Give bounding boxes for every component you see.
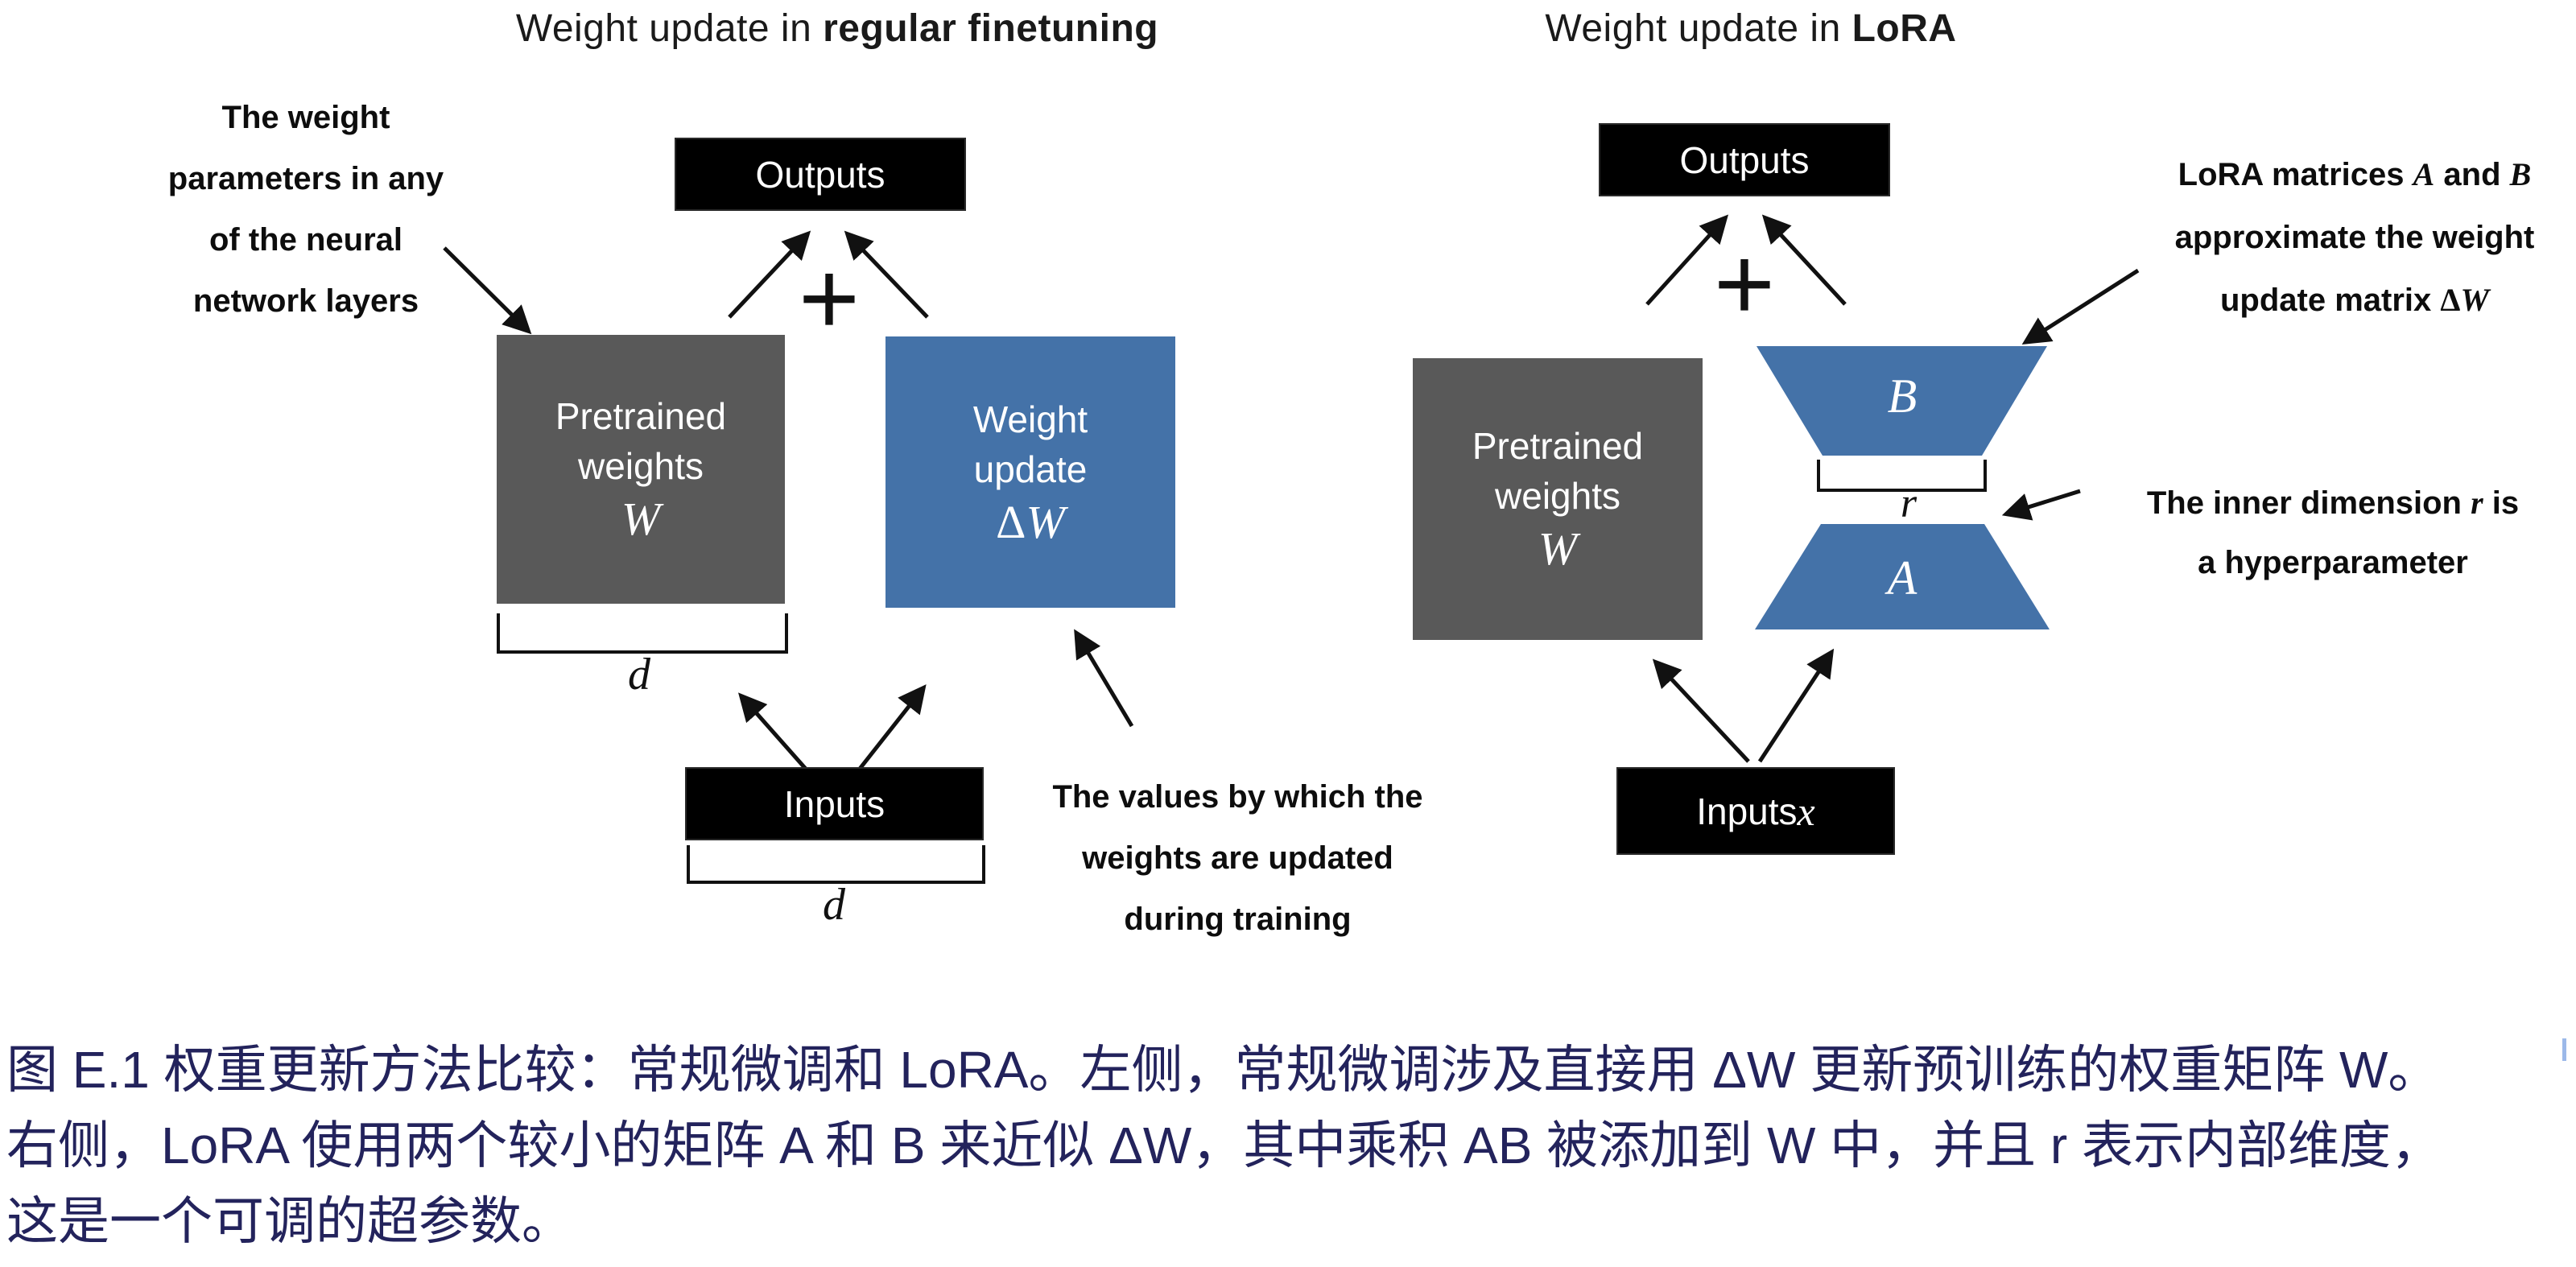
width-bracket-pretrained	[497, 613, 788, 654]
pretrained-right-symbol-w: W	[1538, 522, 1578, 575]
left-title-prefix: Weight update in	[515, 7, 824, 50]
values-note-line-1: The values by which the	[1052, 779, 1423, 815]
weight-note-line-2: parameters in any	[167, 161, 444, 196]
right-title-prefix: Weight update in	[1545, 7, 1852, 50]
arrow-values-note-to-update	[1074, 629, 1134, 728]
pretrained-symbol-w: W	[621, 493, 661, 545]
lora-note-delta-glyph: Δ	[2440, 282, 2461, 318]
rank-bracket	[1817, 460, 1987, 492]
left-title-emphasis: regular finetuning	[823, 7, 1159, 50]
lora-note-line-2: approximate the weight	[2174, 220, 2535, 255]
plus-sign-right: +	[1696, 227, 1793, 340]
a-glyph: A	[1887, 551, 1918, 605]
inputs-label-left: Inputs	[783, 782, 886, 825]
inner-note-line-2: a hyperparameter	[2198, 545, 2468, 580]
lora-note-l1-mid: and	[2434, 157, 2510, 192]
weight-update-box: Weight update ΔW	[886, 336, 1175, 608]
outputs-label-right: Outputs	[1679, 138, 1810, 181]
lora-note-a-glyph: A	[2413, 156, 2435, 192]
inner-note-prefix: The inner dimension	[2146, 485, 2471, 521]
arrow-update-to-outputs	[844, 230, 929, 319]
r-glyph: r	[1900, 481, 1918, 526]
inner-note-suffix: is	[2483, 485, 2520, 521]
arrow-inputsx-to-pretrained	[1652, 658, 1750, 763]
lora-matrices-note: LoRA matrices A and B approximate the we…	[2129, 143, 2576, 332]
arrow-pretrained-to-outputs	[728, 230, 811, 319]
arrow-inputsx-to-a	[1757, 648, 1835, 763]
weight-note-line-1: The weight	[221, 100, 390, 135]
pretrained-line-1: Pretrained	[555, 395, 727, 437]
arrow-weight-note-to-pretrained	[443, 246, 532, 335]
arrow-pretrained-to-outputs-right	[1645, 214, 1729, 306]
update-line-1: Weight	[972, 398, 1088, 440]
width-label-inputs: d	[794, 879, 874, 931]
plus-glyph-right: +	[1714, 225, 1775, 342]
matrix-a-label: A	[1862, 551, 1942, 606]
lora-note-l3-prefix: update matrix	[2219, 283, 2441, 318]
right-figure-title: Weight update in LoRA	[1409, 6, 2093, 51]
left-figure-title: Weight update in regular finetuning	[427, 6, 1248, 51]
inputs-box-left: Inputs	[687, 769, 982, 839]
caption-line-2: 右侧，LoRA 使用两个较小的矩阵 A 和 B 来近似 ΔW，其中乘积 AB 被…	[6, 1116, 2443, 1174]
values-note: The values by which the weights are upda…	[1006, 766, 1469, 950]
caption-line-1: 图 E.1 权重更新方法比较：常规微调和 LoRA。左侧，常规微调涉及直接用 Δ…	[6, 1041, 2440, 1099]
update-line-2: update	[973, 448, 1088, 490]
plus-glyph-left: +	[799, 239, 860, 357]
inner-note-line-1: The inner dimension r is	[2091, 473, 2574, 533]
lora-note-line-1: LoRA matrices A and B	[2129, 143, 2576, 206]
arrow-inner-note-to-r	[2001, 489, 2081, 521]
matrix-a-trapezoid	[1755, 524, 2050, 629]
right-title-emphasis: LoRA	[1852, 7, 1957, 50]
w-glyph: W	[1026, 495, 1065, 548]
weight-parameters-note: The weight parameters in any of the neur…	[76, 87, 535, 332]
outputs-box-right: Outputs	[1600, 125, 1889, 195]
inputs-label-right: Inputs	[1696, 790, 1798, 832]
matrix-b-trapezoid	[1757, 346, 2047, 456]
inputs-box-right: Inputs x	[1618, 769, 1893, 853]
text-cursor-artifact	[2562, 1038, 2566, 1061]
lora-note-l1-prefix: LoRA matrices	[2178, 157, 2413, 192]
values-note-line-3: during training	[1124, 902, 1352, 937]
outputs-label-left: Outputs	[755, 153, 886, 196]
width-bracket-inputs	[687, 845, 985, 884]
width-label-pretrained: d	[599, 649, 679, 700]
caption-line-3: 这是一个可调的超参数。	[6, 1192, 573, 1250]
arrow-lora-note-to-b	[2021, 268, 2140, 345]
pretrained-right-line-1: Pretrained	[1472, 425, 1644, 467]
outputs-box-left: Outputs	[676, 139, 964, 209]
rank-label: r	[1872, 480, 1945, 527]
b-glyph: B	[1887, 369, 1918, 423]
values-note-line-2: weights are updated	[1082, 840, 1393, 876]
lora-note-line-3: update matrix ΔW	[2129, 269, 2576, 332]
pretrained-weights-box-right: Pretrained weights W	[1413, 358, 1703, 640]
lora-note-b-glyph: B	[2509, 156, 2532, 192]
d-glyph-pretrained: d	[628, 650, 650, 700]
lora-note-w-glyph: W	[2460, 282, 2490, 318]
delta-glyph: Δ	[996, 495, 1026, 548]
plus-sign-left: +	[781, 241, 877, 354]
pretrained-line-2: weights	[578, 445, 704, 487]
update-symbol-delta-w: ΔW	[996, 494, 1065, 551]
pretrained-weights-box-left: Pretrained weights W	[497, 335, 785, 604]
figure-caption: 图 E.1 权重更新方法比较：常规微调和 LoRA。左侧，常规微调涉及直接用 Δ…	[6, 1032, 2442, 1259]
x-glyph: x	[1797, 788, 1815, 834]
arrow-ba-to-outputs-right	[1761, 214, 1847, 306]
weight-note-line-3: of the neural	[208, 222, 403, 258]
pretrained-right-line-2: weights	[1495, 475, 1620, 517]
d-glyph-inputs: d	[823, 880, 845, 930]
inner-dimension-note: The inner dimension r is a hyperparamete…	[2091, 473, 2574, 592]
inner-note-r-glyph: r	[2471, 485, 2483, 521]
matrix-b-label: B	[1862, 369, 1942, 424]
weight-note-line-4: network layers	[192, 283, 419, 319]
